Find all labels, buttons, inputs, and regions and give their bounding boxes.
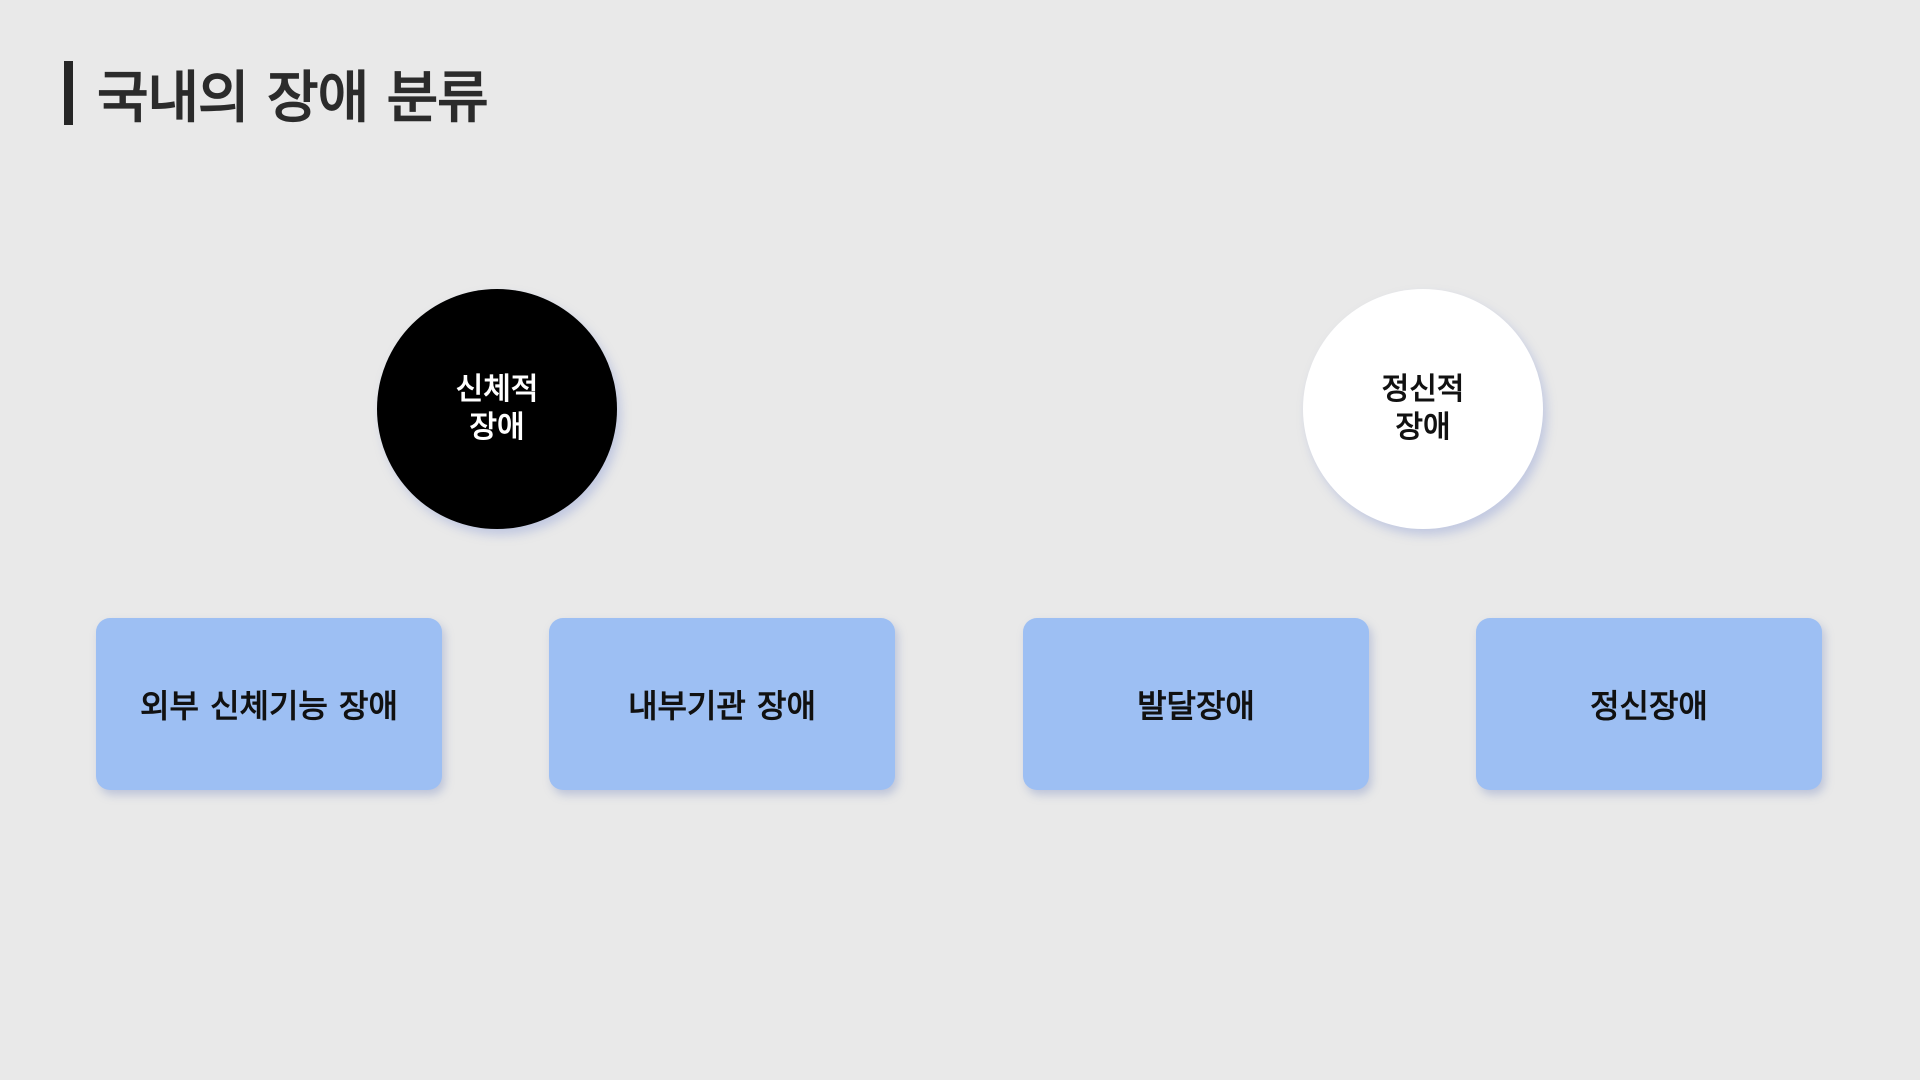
subtype-internal-organ-disability: 내부기관 장애 xyxy=(549,618,895,790)
page-title-block: 국내의 장애 분류 xyxy=(64,56,489,131)
category-mental-disability: 정신적 장애 xyxy=(1303,289,1543,529)
subtype-psychiatric-disability: 정신장애 xyxy=(1476,618,1822,790)
category-physical-disability: 신체적 장애 xyxy=(377,289,617,529)
title-accent-bar xyxy=(64,61,73,125)
subtype-external-body-function-disability: 외부 신체기능 장애 xyxy=(96,618,442,790)
page-title: 국내의 장애 분류 xyxy=(97,65,489,131)
subtype-developmental-disability: 발달장애 xyxy=(1023,618,1369,790)
